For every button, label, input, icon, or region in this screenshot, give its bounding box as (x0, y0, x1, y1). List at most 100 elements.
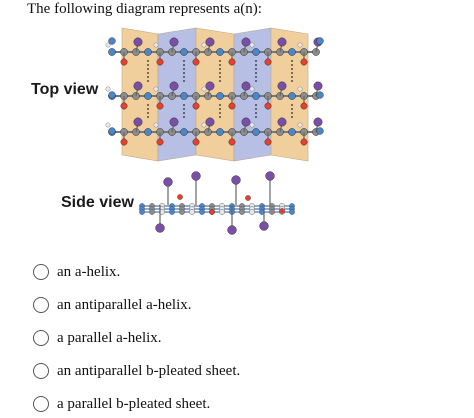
side-atom (179, 209, 185, 215)
terminal-atom (316, 127, 324, 135)
option-2[interactable]: an antiparallel a-helix. (33, 293, 413, 317)
option-3[interactable]: a parallel a-helix. (33, 326, 413, 350)
side-view-label: Side view (61, 194, 134, 211)
hydrogen-atom (297, 86, 303, 92)
radio-button[interactable] (33, 297, 49, 313)
option-label: an antiparallel a-helix. (57, 296, 192, 313)
option-5[interactable]: a parallel b-pleated sheet. (33, 392, 413, 416)
backbone-atom (216, 48, 224, 56)
backbone-atom (216, 92, 224, 100)
side-chain-atom (133, 37, 143, 47)
hydrogen-atom (105, 122, 111, 128)
oxygen-atom (228, 138, 236, 146)
side-chain-atom (241, 81, 251, 91)
oxygen-atom (156, 138, 164, 146)
sheet-fold-panel (157, 27, 197, 162)
option-4[interactable]: an antiparallel b-pleated sheet. (33, 359, 413, 383)
option-label: a parallel a-helix. (57, 329, 162, 346)
backbone-atom (180, 48, 188, 56)
hydrogen-atom (201, 122, 207, 128)
oxygen-atom (120, 102, 128, 110)
hydrogen-atom (249, 122, 255, 128)
hydrogen-atom (249, 86, 255, 92)
side-chain-atom (205, 117, 215, 127)
beta-sheet-diagram: Top view Side view (31, 27, 324, 235)
oxygen-atom (228, 58, 236, 66)
oxygen-atom (300, 58, 308, 66)
oxygen-atom (300, 138, 308, 146)
hydrogen-atom (297, 42, 303, 48)
side-atom (289, 209, 295, 215)
side-chain-atom (169, 117, 179, 127)
backbone-atom (288, 48, 296, 56)
question-text: The following diagram represents a(n): (27, 1, 262, 17)
sheet-fold-panel (195, 27, 235, 162)
oxygen-atom (264, 102, 272, 110)
side-chain-atom (205, 37, 215, 47)
backbone-atom (252, 128, 260, 136)
backbone-atom (252, 48, 260, 56)
backbone-atom (216, 128, 224, 136)
oxygen-atom (264, 138, 272, 146)
side-atom (139, 209, 145, 215)
backbone-atom (288, 92, 296, 100)
side-chain-atom (169, 37, 179, 47)
hydrogen-atom (249, 42, 255, 48)
option-label: an a-helix. (57, 263, 121, 280)
hydrogen-atom (105, 86, 111, 92)
terminal-atom (108, 37, 116, 45)
backbone-atom (144, 92, 152, 100)
side-chain-atom (313, 117, 323, 127)
oxygen-atom (192, 138, 200, 146)
backbone-atom (108, 48, 116, 56)
radio-button[interactable] (33, 396, 49, 412)
backbone-atom (144, 48, 152, 56)
side-chain-atom (133, 117, 143, 127)
oxygen-atom (177, 194, 183, 200)
hydrogen-atom (105, 42, 111, 48)
backbone-atom (180, 92, 188, 100)
side-chain-atom (277, 117, 287, 127)
oxygen-atom (156, 58, 164, 66)
option-1[interactable]: an a-helix. (33, 260, 413, 284)
side-chain-atom (227, 225, 237, 235)
oxygen-atom (209, 209, 215, 215)
oxygen-atom (192, 58, 200, 66)
terminal-atom (316, 37, 324, 45)
backbone-atom (252, 92, 260, 100)
side-chain-atom (277, 37, 287, 47)
hydrogen-atom (297, 122, 303, 128)
side-atom (169, 209, 175, 215)
oxygen-atom (192, 102, 200, 110)
oxygen-atom (228, 102, 236, 110)
side-chain-atom (241, 37, 251, 47)
oxygen-atom (245, 195, 251, 201)
side-chain-atom (191, 171, 201, 181)
side-atom (269, 209, 275, 215)
backbone-atom (180, 128, 188, 136)
hydrogen-atom (153, 86, 159, 92)
backbone-atom (144, 128, 152, 136)
side-chain-atom (241, 117, 251, 127)
radio-button[interactable] (33, 264, 49, 280)
radio-button[interactable] (33, 363, 49, 379)
side-atom (239, 209, 245, 215)
side-chain-atom (133, 81, 143, 91)
option-label: an antiparallel b-pleated sheet. (57, 362, 241, 379)
side-atom (189, 209, 195, 215)
oxygen-atom (300, 102, 308, 110)
side-chain-atom (265, 171, 275, 181)
side-chain-atom (231, 175, 241, 185)
hydrogen-atom (153, 42, 159, 48)
side-chain-atom (277, 81, 287, 91)
radio-button[interactable] (33, 330, 49, 346)
side-atom (199, 209, 205, 215)
terminal-atom (108, 91, 116, 99)
oxygen-atom (279, 208, 285, 214)
side-chain-atom (169, 81, 179, 91)
top-view-label: Top view (31, 81, 99, 98)
terminal-atom (108, 127, 116, 135)
oxygen-atom (120, 138, 128, 146)
side-chain-atom (155, 223, 165, 233)
oxygen-atom (120, 58, 128, 66)
